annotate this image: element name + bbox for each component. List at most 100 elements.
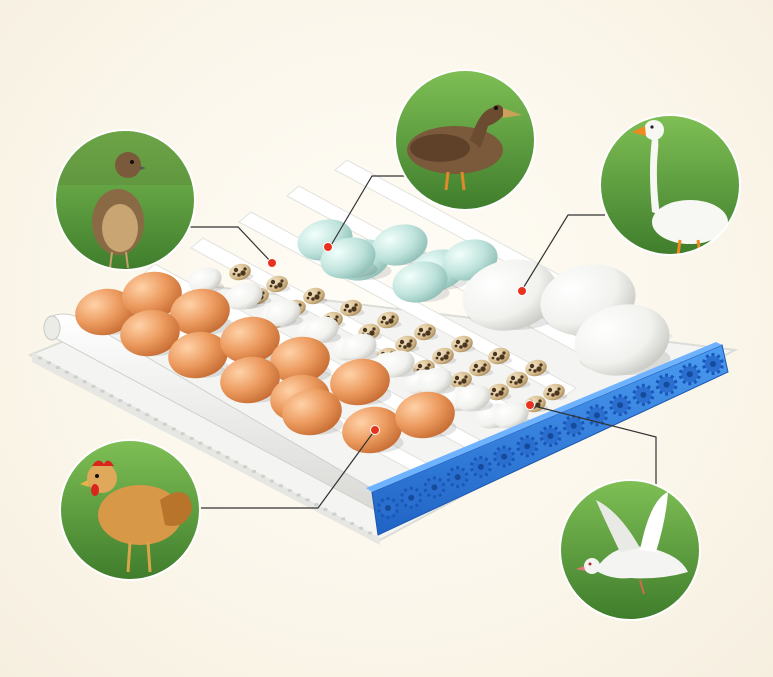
goose-photo [599, 114, 741, 256]
quail-egg-spot [554, 390, 560, 396]
gear [562, 414, 585, 437]
chicken-egg [220, 356, 280, 404]
gear [377, 497, 399, 519]
quail-egg-spot [495, 393, 499, 397]
pigeon-egg [341, 333, 377, 361]
perforation-hole [189, 436, 194, 441]
quail-egg-spot [528, 368, 532, 372]
quail-egg-spot [269, 284, 273, 288]
quail-egg-dot [267, 258, 277, 268]
chicken-egg [120, 309, 180, 357]
chicken-callout-line [195, 429, 376, 509]
perforation-hole [305, 498, 310, 502]
quail-egg-spot [243, 267, 247, 271]
quail-egg-spot [490, 392, 494, 396]
gear [609, 394, 632, 417]
quail-egg-spot [406, 342, 412, 348]
quail-egg-spot [317, 291, 321, 295]
quail-egg-spot [306, 296, 310, 300]
quail-egg-spot [529, 363, 535, 369]
quail-egg-spot [354, 303, 358, 307]
perforation-hole [180, 432, 185, 436]
quail-egg-spot [492, 351, 498, 357]
quail-egg-spot [483, 363, 487, 367]
chicken-egg [168, 331, 228, 379]
gear [655, 373, 678, 396]
gear [632, 383, 655, 406]
quail-egg-spot [440, 357, 444, 361]
quail-egg-spot [547, 387, 553, 393]
duck-egg-dot [323, 242, 333, 252]
quail-egg-spot [499, 354, 505, 360]
quail-egg-spot [472, 368, 476, 372]
quail-egg-spot [418, 327, 424, 333]
quail-egg-spot [232, 272, 236, 276]
perforation-hole [216, 450, 221, 455]
perforation-hole [323, 507, 328, 511]
gear [423, 476, 446, 499]
quail-egg-spot [307, 291, 313, 297]
quail-egg-spot [461, 378, 467, 384]
quail-egg-spot [422, 333, 426, 337]
perforation-hole [251, 469, 257, 474]
quail-egg-spot [491, 356, 495, 360]
quail-egg-spot [417, 363, 423, 369]
chicken-egg [220, 316, 280, 364]
perforation-hole [55, 365, 61, 370]
perforation-hole [349, 521, 355, 526]
perforation-hole [234, 460, 239, 464]
gear [702, 353, 724, 375]
quail-egg-spot [453, 380, 457, 384]
chicken-egg [170, 288, 230, 336]
quail-egg-spot [280, 279, 284, 283]
quail-egg-spot [277, 282, 283, 288]
quail-egg-spot [458, 381, 462, 385]
quail-egg-spot [557, 387, 561, 391]
goose-egg [574, 304, 670, 376]
quail-egg-spot [428, 327, 432, 331]
quail-egg-spot [348, 309, 352, 313]
perforation-hole [358, 526, 364, 530]
pigeon-egg [227, 282, 263, 310]
perforation-hole [46, 361, 52, 365]
chicken-egg [270, 336, 330, 384]
quail-egg-spot [388, 318, 394, 324]
pigeon-egg [493, 401, 529, 429]
goose-egg-dot [517, 286, 527, 296]
quail-egg-spot [343, 308, 347, 312]
quail-egg-spot [380, 320, 384, 324]
perforation-hole [278, 484, 284, 488]
chicken-egg [330, 358, 390, 406]
duck-egg [372, 224, 428, 266]
perforation-hole [126, 403, 132, 407]
quail-egg-spot [539, 363, 543, 367]
quail-egg-spot [509, 380, 513, 384]
quail-egg-spot [240, 270, 246, 276]
pigeon-egg [417, 367, 453, 395]
quail-egg-spot [314, 294, 320, 300]
quail-egg-spot [435, 356, 439, 360]
duck-egg [392, 261, 448, 303]
duck-photo [394, 69, 536, 211]
perforation-hole [37, 356, 43, 360]
pigeon-egg [379, 350, 415, 378]
quail-egg-spot [464, 375, 468, 379]
quail-egg-spot [443, 354, 449, 360]
chicken-egg [282, 388, 342, 436]
perforation-hole [64, 370, 69, 374]
quail-egg-spot [480, 366, 486, 372]
quail-egg-spot [455, 339, 461, 345]
quail-egg-spot [381, 315, 387, 321]
quail-egg-spot [311, 297, 315, 301]
perforation-hole [82, 380, 87, 384]
quail-egg-spot [517, 378, 523, 384]
quail-egg-spot [465, 339, 469, 343]
perforation-hole [100, 389, 105, 393]
quail-egg-spot [403, 345, 407, 349]
quail-egg-spot [335, 315, 339, 319]
chicken-photo [59, 439, 201, 581]
blue-gear-bar-top [366, 342, 722, 492]
quail-egg-spot [233, 267, 239, 273]
perforation-hole [207, 446, 212, 450]
quail-egg-spot [510, 375, 516, 381]
